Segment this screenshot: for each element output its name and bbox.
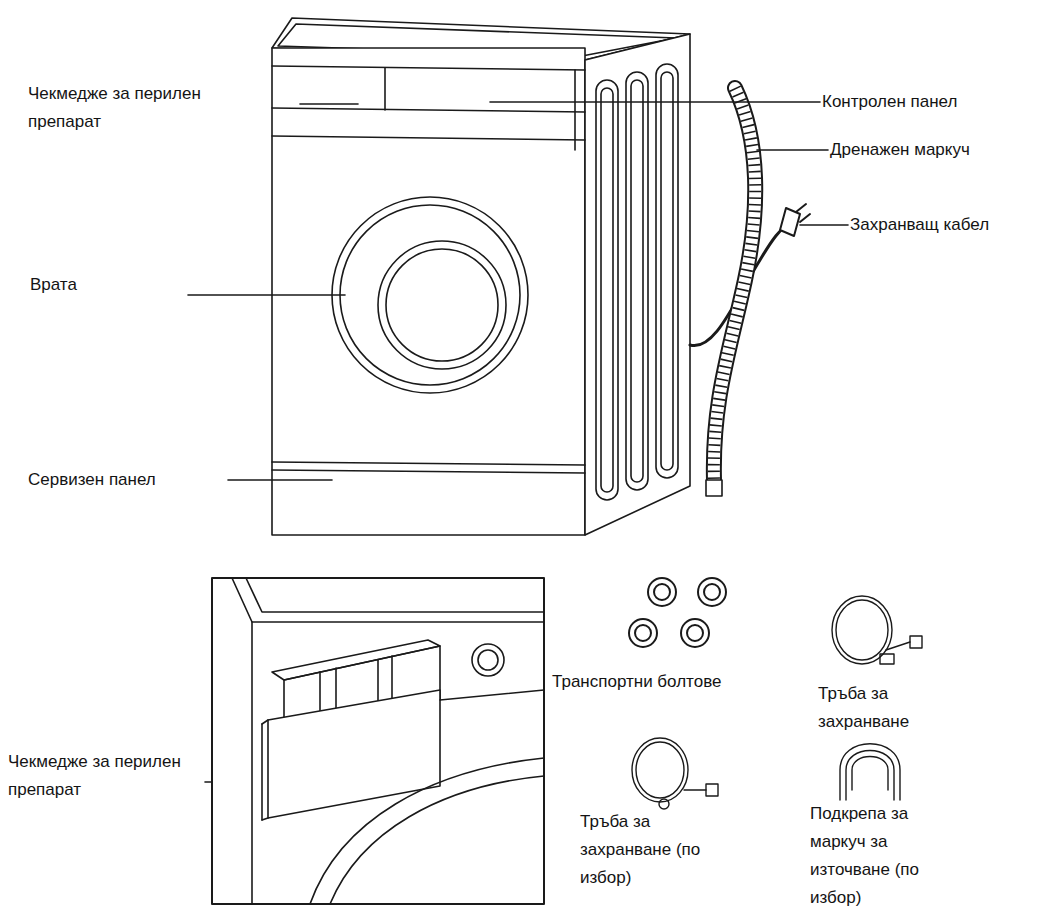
part-label: Захранващ кабел xyxy=(850,211,1045,239)
inlet-hose-optional xyxy=(659,799,669,809)
inset-drawer xyxy=(272,640,440,680)
inset-drawer xyxy=(310,758,544,904)
part-label: Чекмедже за перилен препарат xyxy=(28,80,238,136)
service-panel xyxy=(272,462,585,465)
machine-body xyxy=(272,48,585,535)
drain-hose xyxy=(714,88,755,480)
part-label: Чекмедже за перилен препарат xyxy=(8,748,208,804)
leader-line xyxy=(757,149,828,151)
drain-hose xyxy=(714,88,755,480)
transport-bolts xyxy=(629,578,726,647)
drain-hose xyxy=(706,88,755,496)
control-panel xyxy=(272,66,585,70)
control-panel xyxy=(272,108,585,112)
inset-frame xyxy=(212,578,544,904)
inlet-hose-optional xyxy=(706,784,718,796)
side-ribs xyxy=(656,64,678,478)
control-panel xyxy=(272,66,585,150)
inset-drawer xyxy=(251,622,253,904)
control-panel xyxy=(574,70,576,150)
door xyxy=(332,197,528,393)
door xyxy=(378,241,506,369)
inset-drawer xyxy=(232,578,544,622)
transport-bolts xyxy=(704,584,720,600)
transport-bolts xyxy=(681,619,709,647)
transport-bolts xyxy=(629,619,657,647)
side-ribs xyxy=(631,80,643,482)
leader-line xyxy=(300,103,358,105)
inlet-hose xyxy=(832,596,922,664)
inset-drawer xyxy=(478,650,498,670)
hose-support xyxy=(840,744,900,800)
inlet-hose xyxy=(886,642,910,650)
door xyxy=(386,249,498,361)
door xyxy=(332,197,528,393)
power-cable xyxy=(796,204,806,212)
inset-frame xyxy=(212,578,544,904)
accessory-label: Тръба за захранване (по избор) xyxy=(580,808,705,892)
accessory-label: Транспортни болтове xyxy=(552,668,792,696)
part-label: Дренажен маркуч xyxy=(830,136,1045,164)
drain-hose xyxy=(706,480,722,496)
inlet-hose xyxy=(910,636,922,648)
hose-support xyxy=(852,757,888,791)
transport-bolts xyxy=(654,584,670,600)
inset-drawer xyxy=(261,724,263,820)
inset-drawer xyxy=(440,690,544,700)
leader-line xyxy=(228,479,332,481)
inset-drawer xyxy=(262,818,268,820)
part-label: Сервизен панел xyxy=(28,466,228,494)
inlet-hose-optional xyxy=(632,738,688,802)
power-cable xyxy=(800,214,810,222)
hose-support xyxy=(846,751,894,801)
part-label: Врата xyxy=(30,271,180,299)
inset-drawer xyxy=(268,690,440,818)
inset-drawer xyxy=(262,720,268,724)
transport-bolts xyxy=(648,578,676,606)
machine-body xyxy=(585,34,690,535)
side-ribs xyxy=(596,80,618,500)
inlet-hose-optional xyxy=(632,738,718,809)
inset-drawer xyxy=(472,644,504,676)
transport-bolts xyxy=(635,625,651,641)
leader-line xyxy=(188,294,345,296)
accessory-label: Тръба за захранване xyxy=(818,680,958,736)
side-ribs xyxy=(601,88,613,492)
control-panel xyxy=(272,136,585,140)
transport-bolts xyxy=(687,625,703,641)
hose-support xyxy=(840,744,900,800)
leader-line xyxy=(490,101,820,103)
door xyxy=(340,205,520,385)
inlet-hose-optional xyxy=(636,742,684,798)
transport-bolts xyxy=(698,578,726,606)
inset-drawer xyxy=(246,578,544,612)
side-ribs xyxy=(626,72,648,490)
side-ribs xyxy=(596,64,678,500)
leader-line xyxy=(800,224,848,226)
inlet-hose xyxy=(836,600,888,660)
inlet-hose xyxy=(880,654,894,664)
side-ribs xyxy=(661,72,673,470)
control-panel xyxy=(384,68,386,110)
inset-drawer xyxy=(330,776,544,904)
inlet-hose-optional xyxy=(684,789,706,790)
part-label: Контролен панел xyxy=(822,88,1042,116)
inset-drawer xyxy=(232,578,544,904)
machine-body xyxy=(272,18,690,535)
drain-hose xyxy=(714,88,755,480)
service-panel xyxy=(272,470,585,473)
accessory-label: Подкрепа за маркуч за източване (по избо… xyxy=(810,800,950,912)
service-panel xyxy=(272,462,585,473)
